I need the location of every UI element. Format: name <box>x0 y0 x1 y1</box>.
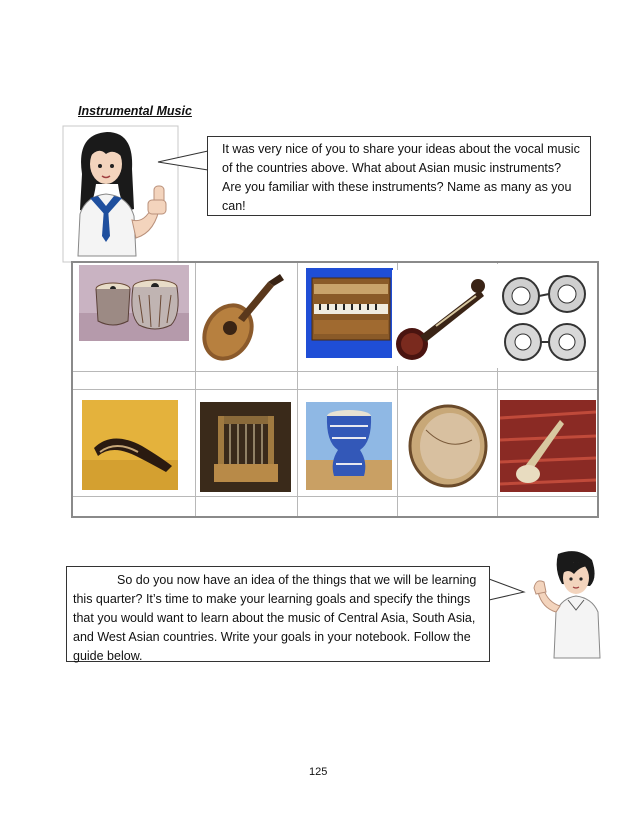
oud-image <box>198 270 294 366</box>
speech-bubble-bottom: So do you now have an idea of the things… <box>66 566 490 663</box>
rubab-image <box>500 400 596 492</box>
tabla-drums-image <box>79 265 189 341</box>
speech-bubble-bottom-text: So do you now have an idea of the things… <box>73 573 477 663</box>
shofar-horn-image <box>82 400 178 490</box>
harmonium-image <box>306 268 393 358</box>
cymbals-illustration-image <box>497 264 592 368</box>
sitar-image <box>392 270 492 366</box>
speech-bubble-tail-left <box>157 150 209 171</box>
lyre-image <box>200 402 291 492</box>
boy-character-illustration <box>533 551 601 659</box>
speech-bubble-tail-right <box>488 578 526 601</box>
girl-character-illustration <box>62 125 179 263</box>
speech-bubble-top: It was very nice of you to share your id… <box>207 136 591 216</box>
darbuka-drum-image <box>306 402 392 490</box>
section-heading: Instrumental Music <box>78 104 192 118</box>
frame-drum-image <box>402 400 492 492</box>
speech-bubble-top-text: It was very nice of you to share your id… <box>222 142 580 213</box>
page-number: 125 <box>309 766 328 778</box>
instrument-grid <box>71 261 599 518</box>
